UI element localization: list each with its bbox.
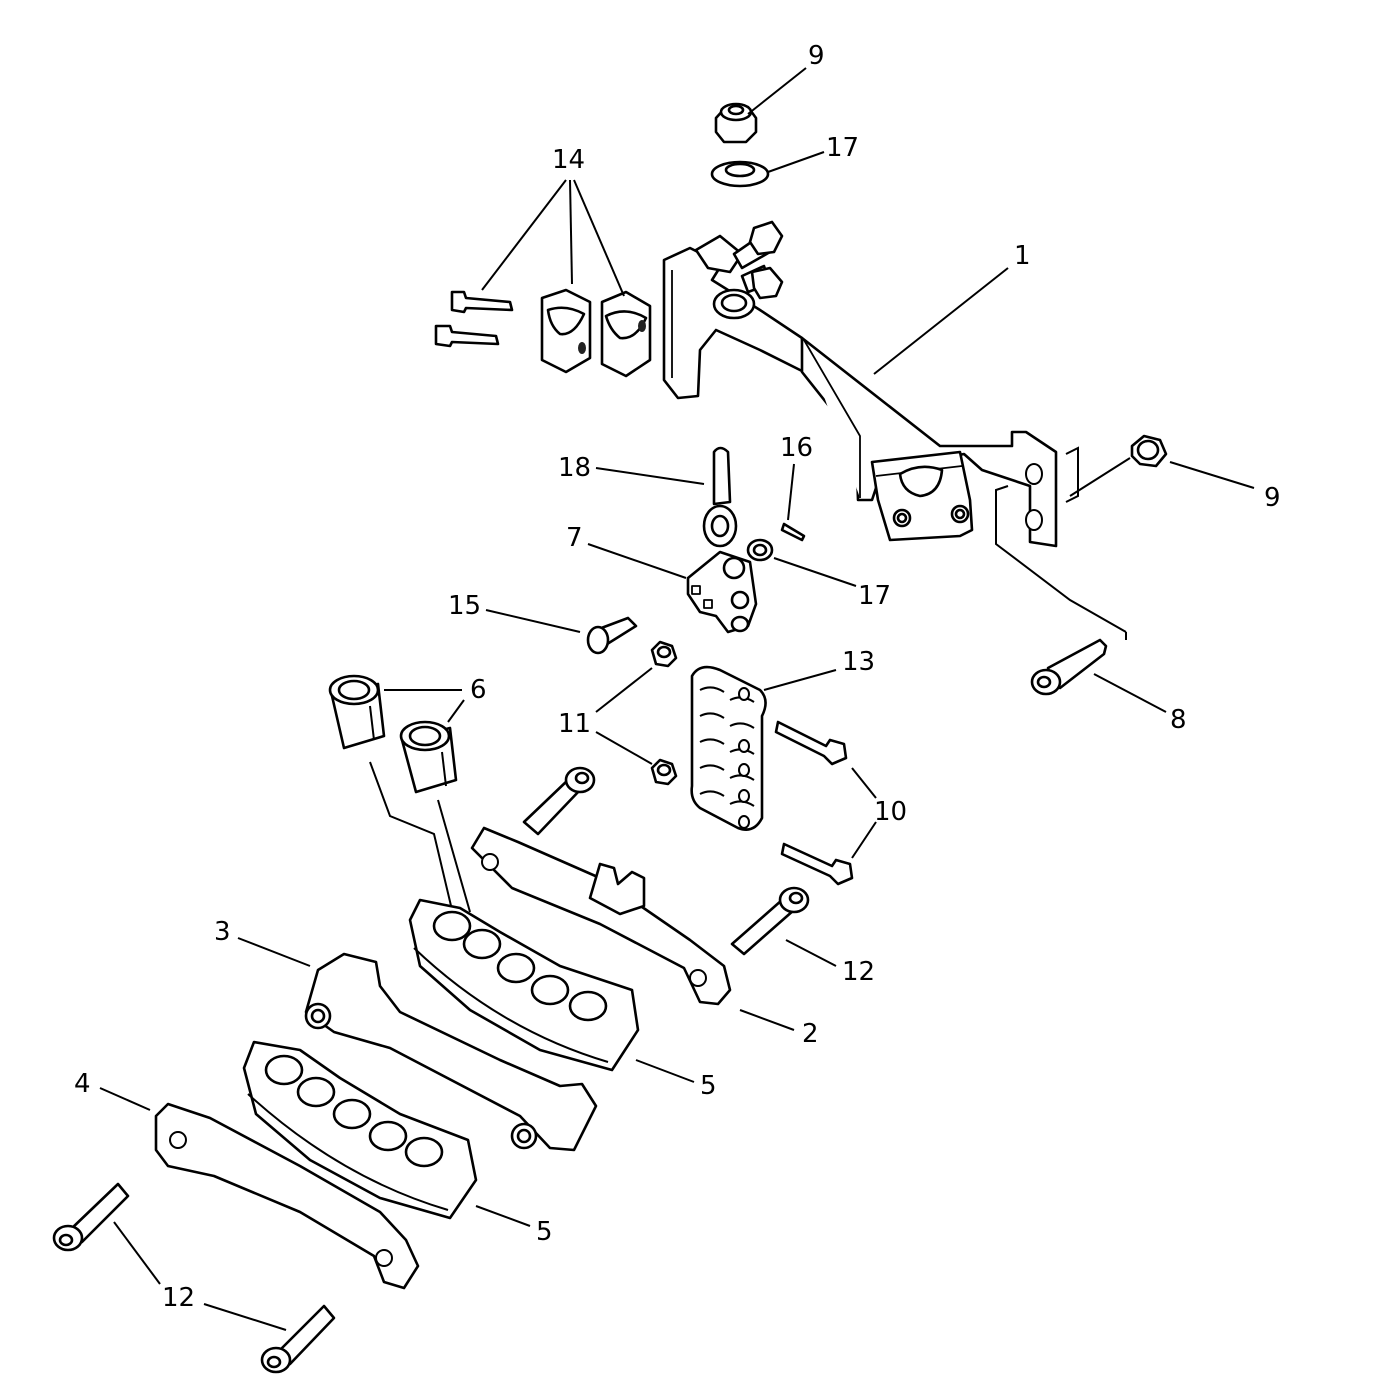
callout-12-bottom: 12	[162, 1283, 195, 1313]
callout-14: 14	[552, 145, 585, 175]
callout-8: 8	[1170, 705, 1187, 735]
part-8-bolt	[1030, 638, 1108, 696]
part-7-link-plate	[686, 550, 758, 634]
callout-13: 13	[842, 647, 875, 677]
callout-4: 4	[74, 1069, 91, 1099]
part-14-clamp-half-left	[540, 288, 592, 374]
part-15-clevis-pin	[586, 616, 638, 655]
part-5-clamp-upper	[408, 898, 640, 1072]
callout-16: 16	[780, 433, 813, 463]
part-10-bolt-upper	[774, 720, 848, 766]
part-6-bushing-left	[328, 674, 386, 750]
callout-15: 15	[448, 591, 481, 621]
part-13-chain	[690, 665, 767, 831]
part-10-bolt-lower	[780, 842, 854, 886]
callout-18: 18	[558, 453, 591, 483]
leader-lines	[99, 67, 1255, 1331]
callout-10: 10	[874, 797, 907, 827]
callout-2: 2	[802, 1019, 819, 1049]
callout-1: 1	[1014, 241, 1031, 271]
bushing-assembly-line-left	[369, 761, 453, 911]
part-14-clamp-half-right	[600, 290, 652, 378]
part-11-nut-lower	[650, 758, 678, 786]
part-17-washer-top	[710, 160, 770, 188]
part-12-bolt-mid-right	[730, 886, 810, 956]
part-16-cotter-pin	[780, 522, 806, 542]
part-9-nut-top	[714, 102, 758, 144]
part-3-arm	[304, 952, 598, 1152]
part-14-bolt-lower	[434, 324, 500, 348]
callout-12-mid: 12	[842, 957, 875, 987]
part-2-arm	[470, 826, 732, 1006]
part-9-nut-right	[1130, 434, 1168, 468]
callout-7: 7	[566, 523, 583, 553]
part-1-main-bracket	[662, 220, 1079, 548]
part-11-nut-upper	[650, 640, 678, 668]
part-5-clamp-lower	[242, 1040, 478, 1220]
part-12-bolt-bottom-left	[52, 1182, 130, 1252]
part-12-bolt-mid-left	[522, 766, 596, 836]
part-18-eye-pin	[702, 446, 738, 548]
part-17-washer-mid	[746, 538, 774, 562]
bushing-assembly-line-right	[437, 799, 471, 913]
part-12-bolt-bottom-right	[260, 1304, 336, 1374]
callout-3: 3	[214, 917, 231, 947]
callout-17-top: 17	[826, 133, 859, 163]
callout-5-lower: 5	[536, 1217, 553, 1247]
part-4-arm	[154, 1102, 420, 1290]
callout-11: 11	[558, 709, 591, 739]
callout-6: 6	[470, 675, 487, 705]
part-14-bolt-upper	[450, 290, 514, 314]
callout-5-upper: 5	[700, 1071, 717, 1101]
callout-9-right: 9	[1264, 483, 1281, 513]
callout-17-mid: 17	[858, 581, 891, 611]
part-6-bushing-right	[399, 720, 458, 794]
callout-9-top: 9	[808, 41, 825, 71]
